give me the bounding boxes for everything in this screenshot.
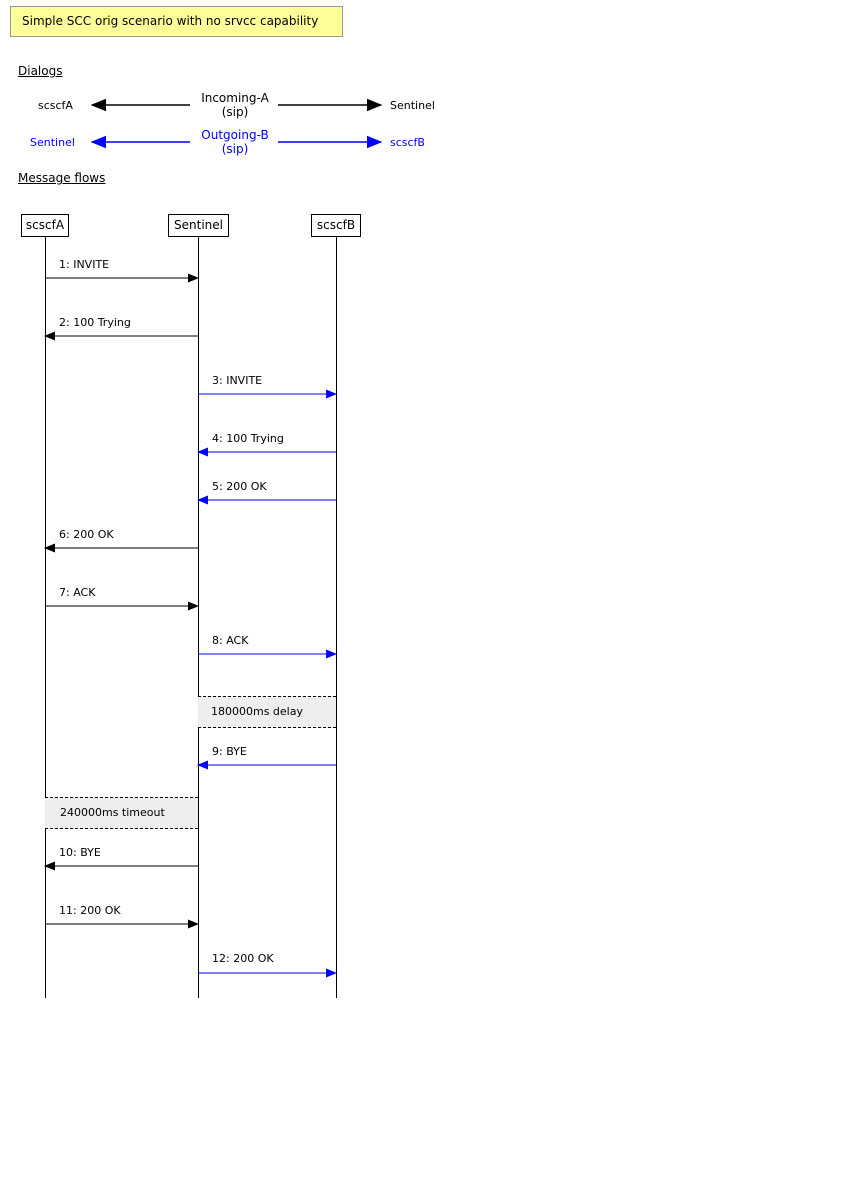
participant-box-scscfB[interactable]: scscfB xyxy=(311,214,361,237)
participant-box-scscfA[interactable]: scscfA xyxy=(21,214,69,237)
dialog-1-right-endpoint: scscfB xyxy=(390,136,425,149)
message-label-10: 10: BYE xyxy=(59,846,101,859)
message-label-1: 1: INVITE xyxy=(59,258,110,271)
dialog-1-left-endpoint: Sentinel xyxy=(30,136,75,149)
dialog-1-name: Outgoing-B xyxy=(201,128,269,142)
dialogs-section-heading: Dialogs xyxy=(18,64,63,78)
message-label-3: 3: INVITE xyxy=(212,374,263,387)
note-text-timeout: 240000ms timeout xyxy=(60,806,165,819)
note-box-delay xyxy=(198,696,336,728)
dialog-1-protocol: (sip) xyxy=(221,142,249,156)
lifeline-scscfB xyxy=(336,237,337,998)
dialog-0-right-endpoint: Sentinel xyxy=(390,99,435,112)
note-box-timeout xyxy=(45,797,198,829)
message-label-4: 4: 100 Trying xyxy=(212,432,284,445)
lifeline-scscfA xyxy=(45,237,46,998)
lifeline-sentinel xyxy=(198,237,199,998)
message-label-5: 5: 200 OK xyxy=(212,480,267,493)
message-label-9: 9: BYE xyxy=(212,745,247,758)
dialog-0-name: Incoming-A xyxy=(201,91,269,105)
dialog-0-left-endpoint: scscfA xyxy=(38,99,73,112)
diagram-title-box: Simple SCC orig scenario with no srvcc c… xyxy=(10,6,343,37)
diagram-title-text: Simple SCC orig scenario with no srvcc c… xyxy=(22,14,319,28)
note-text-delay: 180000ms delay xyxy=(211,705,303,718)
message-flows-section-heading: Message flows xyxy=(18,171,106,185)
dialog-0-protocol: (sip) xyxy=(221,105,249,119)
message-label-6: 6: 200 OK xyxy=(59,528,114,541)
message-label-12: 12: 200 OK xyxy=(212,952,274,965)
message-label-11: 11: 200 OK xyxy=(59,904,121,917)
message-label-8: 8: ACK xyxy=(212,634,249,647)
participant-box-sentinel[interactable]: Sentinel xyxy=(168,214,229,237)
message-label-2: 2: 100 Trying xyxy=(59,316,131,329)
message-label-7: 7: ACK xyxy=(59,586,96,599)
